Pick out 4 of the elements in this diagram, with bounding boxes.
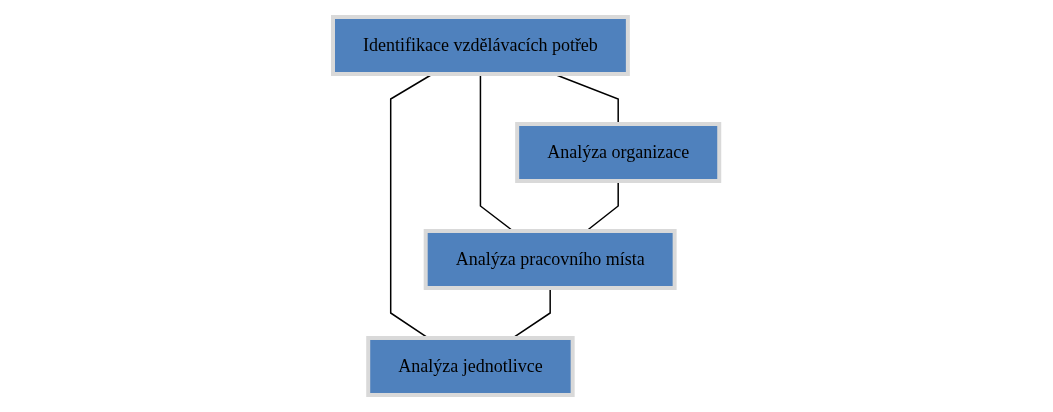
node-box: Analýza pracovního místa <box>424 229 677 290</box>
node-box: Identifikace vzdělávacích potřeb <box>331 15 631 76</box>
node-box: Analýza jednotlivce <box>366 336 576 397</box>
node-box: Analýza organizace <box>515 122 722 183</box>
